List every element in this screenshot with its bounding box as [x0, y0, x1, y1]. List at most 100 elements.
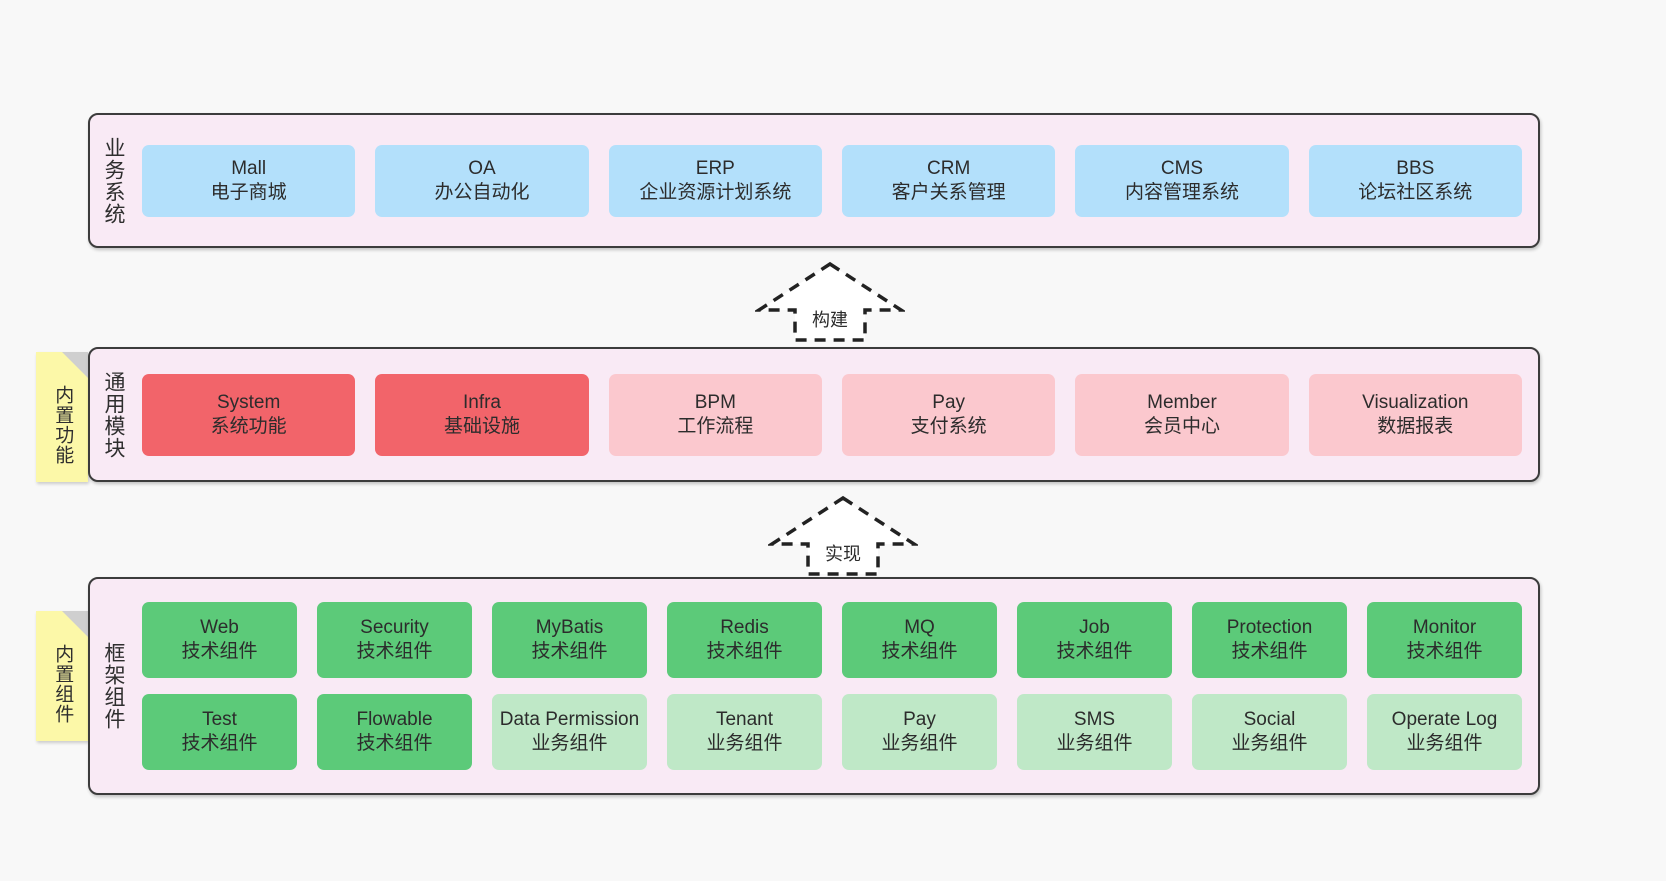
card-title-cn: 技术组件	[356, 641, 433, 662]
card-mq[interactable]: MQ 技术组件	[842, 602, 997, 678]
card-title-cn: 系统功能	[210, 415, 287, 437]
card-title-en: SMS	[1073, 709, 1116, 731]
card-title-cn: 企业资源计划系统	[639, 181, 792, 203]
card-title-en: CMS	[1160, 157, 1204, 179]
card-title-cn: 基础设施	[443, 415, 520, 437]
card-title-cn: 内容管理系统	[1124, 181, 1239, 203]
card-title-cn: 技术组件	[706, 641, 783, 662]
card-web[interactable]: Web 技术组件	[142, 602, 297, 678]
card-title-en: Pay	[932, 391, 966, 413]
card-title-en: System	[216, 391, 281, 413]
card-protection[interactable]: Protection 技术组件	[1192, 602, 1347, 678]
card-title-en: Protection	[1226, 617, 1313, 639]
card-flowable[interactable]: Flowable 技术组件	[317, 694, 472, 770]
card-visualization[interactable]: Visualization 数据报表	[1308, 373, 1522, 456]
card-title-en: Tenant	[715, 709, 774, 731]
card-title-cn: 办公自动化	[434, 181, 530, 203]
card-title-en: BPM	[694, 391, 736, 413]
card-title-cn: 论坛社区系统	[1358, 181, 1473, 203]
card-sms[interactable]: SMS 业务组件	[1017, 694, 1172, 770]
card-title-cn: 业务组件	[706, 733, 783, 754]
card-title-en: Pay	[903, 709, 936, 731]
card-title-en: Operate Log	[1391, 709, 1498, 731]
card-title-en: Web	[200, 617, 239, 639]
card-pay-business[interactable]: Pay 业务组件	[842, 694, 997, 770]
card-title-cn: 技术组件	[181, 641, 258, 662]
layer-common-module[interactable]: 通用模块 System 系统功能 Infra 基础设施 BPM 工作流程 Pay…	[88, 347, 1540, 482]
card-title-cn: 技术组件	[1406, 641, 1483, 662]
layer-body-business-system: Mall 电子商城 OA 办公自动化 ERP 企业资源计划系统 CRM 客户关系…	[136, 115, 1538, 246]
card-title-cn: 技术组件	[1231, 641, 1308, 662]
card-title-cn: 工作流程	[677, 415, 754, 437]
card-title-cn: 业务组件	[1231, 733, 1308, 754]
card-bpm[interactable]: BPM 工作流程	[608, 373, 822, 456]
card-title-cn: 电子商城	[210, 181, 287, 203]
card-erp[interactable]: ERP 企业资源计划系统	[608, 144, 822, 217]
card-title-en: Test	[202, 709, 237, 731]
note-builtin-function[interactable]: 内置功能	[36, 352, 88, 482]
card-title-cn: 技术组件	[356, 733, 433, 754]
note-builtin-component[interactable]: 内置组件	[36, 611, 88, 741]
card-mybatis[interactable]: MyBatis 技术组件	[492, 602, 647, 678]
card-tenant[interactable]: Tenant 业务组件	[667, 694, 822, 770]
card-redis[interactable]: Redis 技术组件	[667, 602, 822, 678]
card-title-en: MyBatis	[535, 617, 604, 639]
card-crm[interactable]: CRM 客户关系管理	[841, 144, 1056, 217]
card-title-cn: 支付系统	[910, 415, 987, 437]
card-title-en: Member	[1147, 391, 1217, 413]
card-title-cn: 技术组件	[881, 641, 958, 662]
card-social[interactable]: Social 业务组件	[1192, 694, 1347, 770]
card-bbs[interactable]: BBS 论坛社区系统	[1308, 144, 1522, 217]
arrow-implement: 实现	[768, 494, 918, 576]
card-monitor[interactable]: Monitor 技术组件	[1367, 602, 1522, 678]
card-title-en: Flowable	[356, 709, 433, 731]
card-title-en: MQ	[904, 617, 935, 639]
card-title-en: ERP	[695, 157, 735, 179]
card-cms[interactable]: CMS 内容管理系统	[1075, 144, 1289, 217]
card-title-en: Visualization	[1362, 391, 1469, 413]
card-title-cn: 业务组件	[1056, 733, 1133, 754]
card-title-cn: 技术组件	[1056, 641, 1133, 662]
card-job[interactable]: Job 技术组件	[1017, 602, 1172, 678]
card-row: Test 技术组件 Flowable 技术组件 Data Permission …	[142, 694, 1522, 770]
card-title-cn: 数据报表	[1377, 415, 1454, 437]
card-test[interactable]: Test 技术组件	[142, 694, 297, 770]
card-title-cn: 会员中心	[1143, 415, 1220, 437]
card-title-cn: 业务组件	[531, 733, 608, 754]
layer-body-framework-component: Web 技术组件 Security 技术组件 MyBatis 技术组件 Redi…	[136, 579, 1538, 793]
card-row: System 系统功能 Infra 基础设施 BPM 工作流程 Pay 支付系统…	[142, 373, 1522, 456]
card-system[interactable]: System 系统功能	[142, 373, 356, 456]
layer-body-common-module: System 系统功能 Infra 基础设施 BPM 工作流程 Pay 支付系统…	[136, 349, 1538, 480]
card-title-cn: 客户关系管理	[891, 181, 1006, 203]
card-security[interactable]: Security 技术组件	[317, 602, 472, 678]
card-title-cn: 技术组件	[181, 733, 258, 754]
card-pay[interactable]: Pay 支付系统	[841, 373, 1056, 456]
card-title-en: Job	[1079, 617, 1110, 639]
note-label: 内置组件	[52, 644, 74, 724]
card-title-cn: 业务组件	[1406, 733, 1483, 754]
card-title-en: Security	[360, 617, 429, 639]
card-title-en: Social	[1243, 709, 1296, 731]
card-title-en: OA	[468, 157, 496, 179]
card-title-cn: 业务组件	[881, 733, 958, 754]
card-operate-log[interactable]: Operate Log 业务组件	[1367, 694, 1522, 770]
arrow-build: 构建	[755, 260, 905, 342]
layer-title-business-system: 业务系统	[102, 136, 126, 225]
layer-business-system[interactable]: 业务系统 Mall 电子商城 OA 办公自动化 ERP 企业资源计划系统 CRM…	[88, 113, 1540, 248]
card-title-en: BBS	[1396, 157, 1435, 179]
card-member[interactable]: Member 会员中心	[1075, 373, 1289, 456]
card-title-en: Monitor	[1412, 617, 1477, 639]
layer-title-framework-component: 框架组件	[102, 642, 126, 730]
card-infra[interactable]: Infra 基础设施	[375, 373, 589, 456]
card-mall[interactable]: Mall 电子商城	[142, 144, 356, 217]
card-oa[interactable]: OA 办公自动化	[375, 144, 589, 217]
card-title-en: Redis	[720, 617, 769, 639]
layer-framework-component[interactable]: 框架组件 Web 技术组件 Security 技术组件 MyBatis 技术组件…	[88, 577, 1540, 795]
note-label: 内置功能	[52, 385, 74, 465]
card-data-permission[interactable]: Data Permission 业务组件	[492, 694, 647, 770]
card-title-en: Data Permission	[499, 709, 640, 731]
card-row: Mall 电子商城 OA 办公自动化 ERP 企业资源计划系统 CRM 客户关系…	[142, 144, 1522, 217]
card-title-en: CRM	[927, 157, 971, 179]
card-row: Web 技术组件 Security 技术组件 MyBatis 技术组件 Redi…	[142, 602, 1522, 678]
